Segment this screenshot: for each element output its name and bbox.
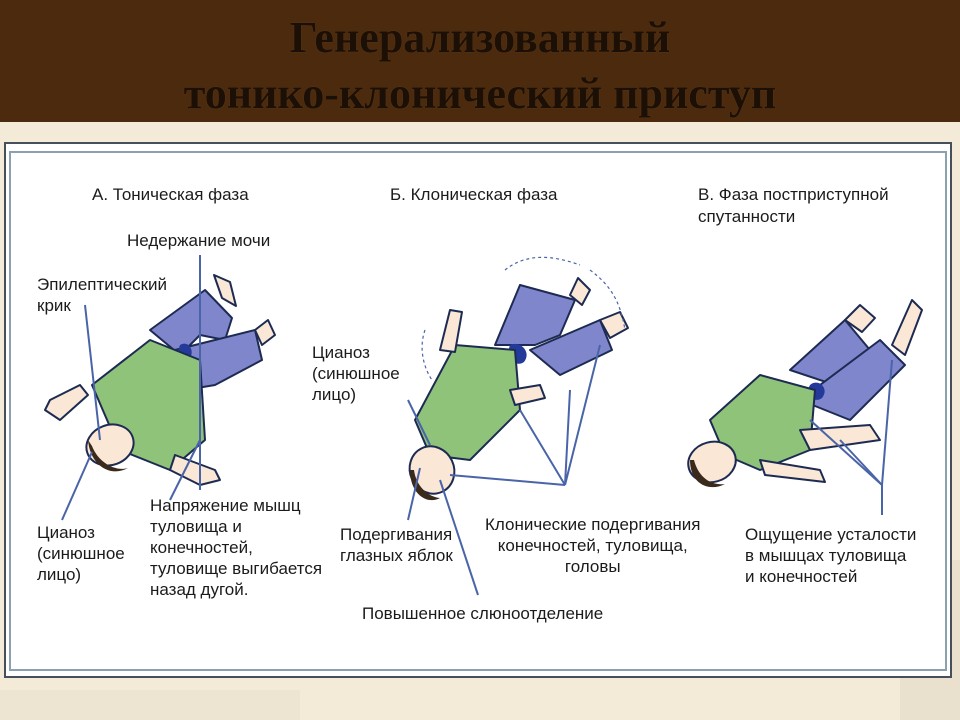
title-bar [0, 0, 960, 122]
slide-title-line-2: тонико-клонический приступ [183, 69, 777, 118]
label-cyanosis-tonic: Цианоз (синюшное лицо) [37, 523, 125, 584]
callout-lines-tonic [61, 255, 201, 521]
figure-clonic-phase [408, 277, 629, 501]
label-salivation: Повышенное слюноотделение [362, 604, 604, 623]
tremor-lines [421, 256, 626, 381]
phase-c-heading: В. Фаза постприступной спутанности [698, 185, 889, 226]
figure-tonic-phase [44, 274, 276, 486]
label-muscle-tension: Напряжение мышц туловища и конечностей, … [150, 496, 323, 599]
label-clonic-twitching: Клонические подергивания конечностей, ту… [485, 515, 701, 576]
figure-postictal-phase [687, 299, 923, 488]
slide-title-line-1: Генерализованный [289, 13, 671, 62]
label-urinary-incontinence: Недержание мочи [127, 231, 271, 250]
background-stripe [0, 690, 300, 720]
label-cyanosis-clonic: Цианоз (синюшное лицо) [312, 343, 400, 404]
callout-lines-clonic [407, 344, 601, 596]
diagram-inner-border [9, 151, 947, 671]
label-epileptic-cry: Эпилептический крик [37, 275, 168, 315]
phase-b-heading: Б. Клоническая фаза [390, 185, 558, 204]
callout-lines-postictal [809, 359, 893, 515]
label-fatigue: Ощущение усталости в мышцах туловища и к… [745, 525, 917, 586]
phase-a-heading: А. Тоническая фаза [92, 185, 249, 204]
label-eye-twitching: Подергивания глазных яблок [340, 525, 453, 565]
